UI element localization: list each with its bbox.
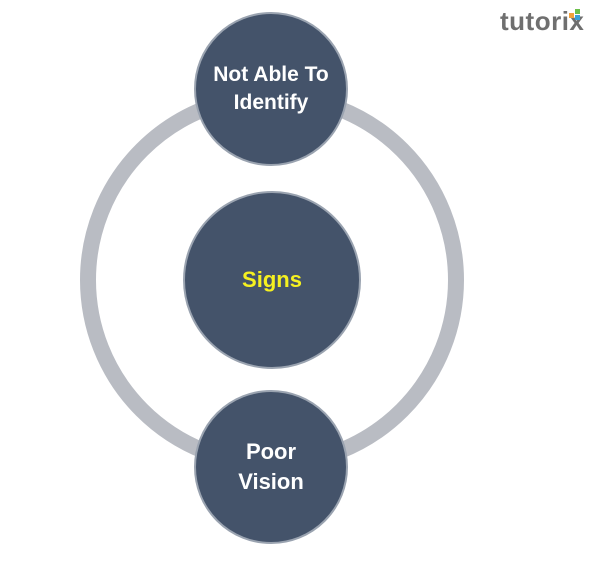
node-not-able-to-identify: Not Able To Identify (194, 12, 348, 166)
logo-dot-icon (569, 13, 574, 18)
node-label: Not Able To Identify (213, 63, 329, 114)
center-node-signs: Signs (183, 191, 361, 369)
logo-dot-icon (575, 15, 580, 20)
logo-dot-icon (575, 9, 580, 14)
node-poor-vision: Poor Vision (194, 390, 348, 544)
center-label: Signs (242, 267, 302, 292)
node-label: Poor Vision (238, 439, 304, 494)
tutorix-logo: tutorix (500, 6, 585, 36)
